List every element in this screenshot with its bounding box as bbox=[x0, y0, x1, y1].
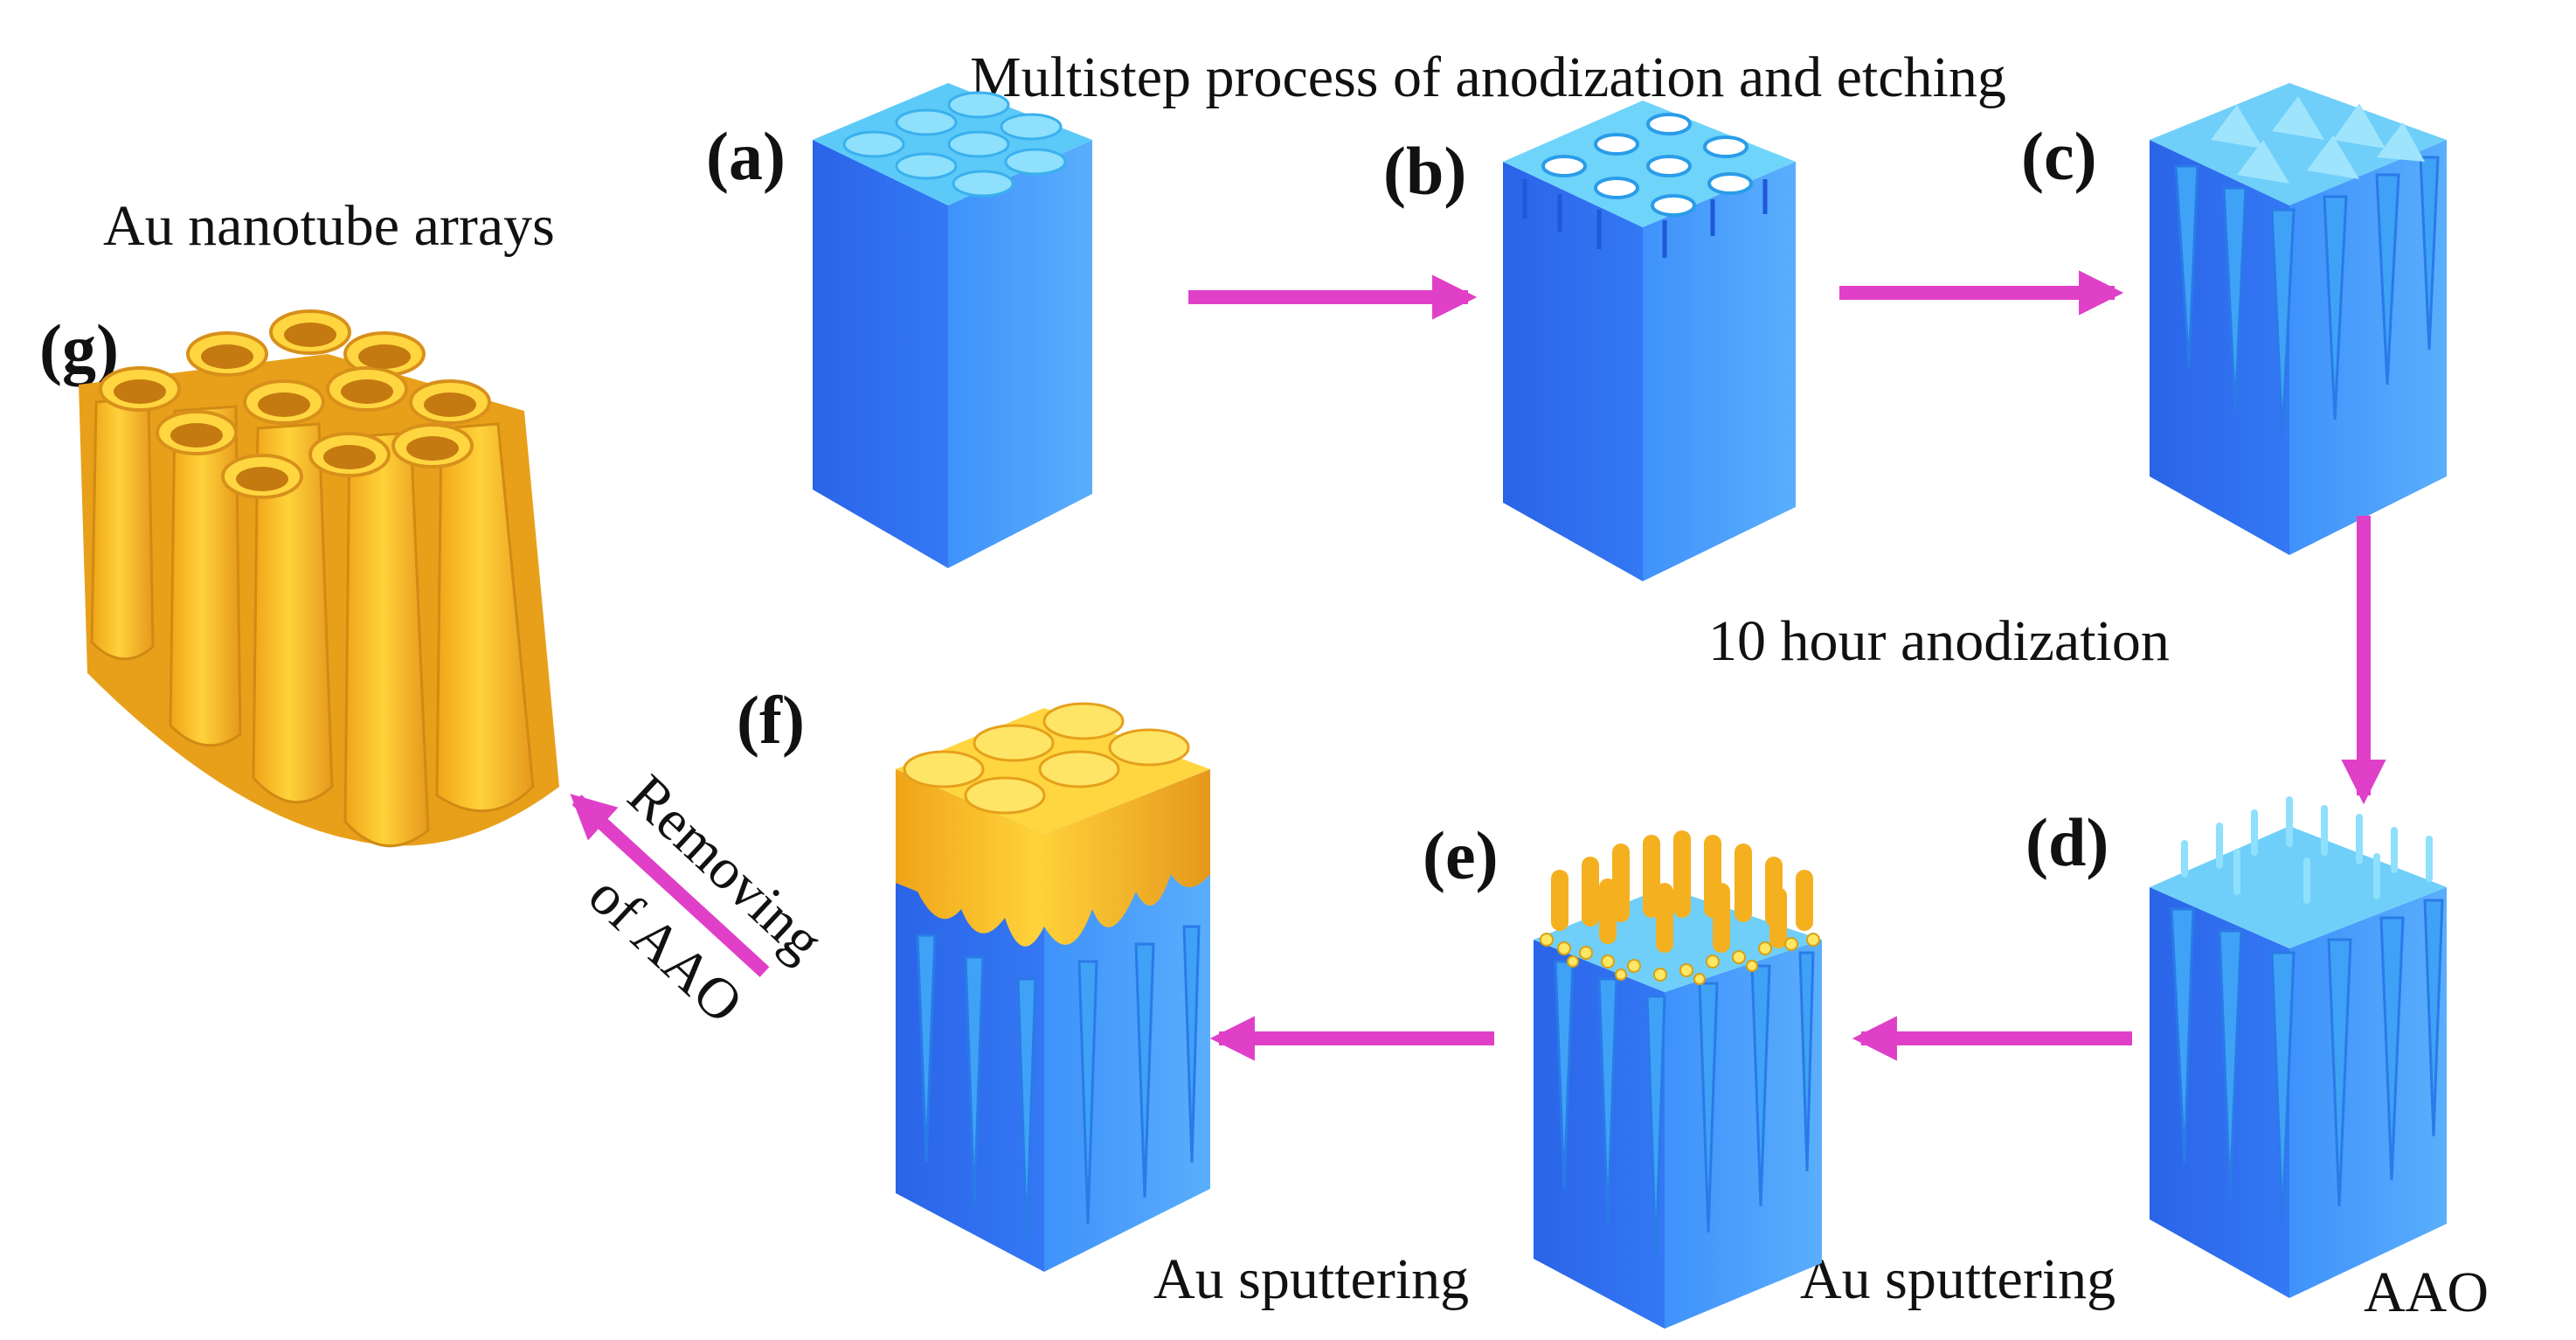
panel-g: Au nanotube arrays (g) bbox=[39, 194, 559, 848]
block-side-face bbox=[1665, 940, 1822, 1329]
caption-aao: AAO bbox=[2364, 1260, 2489, 1324]
panel-a: (a) bbox=[706, 83, 1092, 568]
step-label-10-hour-anodization: 10 hour anodization bbox=[1708, 609, 2170, 673]
arrow-f-to-g bbox=[570, 794, 770, 977]
block-front-face bbox=[2150, 140, 2289, 555]
panel-c: (c) bbox=[2021, 83, 2447, 555]
block-side-face bbox=[1643, 162, 1796, 581]
panel-e: (e) bbox=[1423, 817, 1822, 1329]
gold-nanotube-array bbox=[79, 309, 559, 848]
block-front-face bbox=[813, 140, 948, 568]
block-side-face bbox=[2289, 887, 2447, 1298]
panel-g-label: (g) bbox=[39, 310, 119, 386]
panel-b: (b) bbox=[1383, 101, 1796, 581]
panel-d-label: (d) bbox=[2025, 804, 2109, 880]
pore-top-surface bbox=[2150, 83, 2447, 205]
panel-f: (f) bbox=[737, 682, 1210, 1272]
panel-b-label: (b) bbox=[1383, 133, 1466, 209]
step-label-au-sputtering-left: Au sputtering bbox=[1153, 1247, 1469, 1311]
panel-a-label: (a) bbox=[706, 118, 786, 194]
step-label-au-sputtering-right: Au sputtering bbox=[1800, 1247, 2116, 1311]
panel-e-label: (e) bbox=[1423, 817, 1499, 893]
block-front-face bbox=[1503, 162, 1643, 581]
gold-nanorods bbox=[1551, 830, 1813, 953]
pore-top-surface bbox=[2150, 826, 2447, 948]
block-side-face bbox=[948, 140, 1092, 568]
panel-f-label: (f) bbox=[737, 682, 805, 758]
caption-au-nanotube-arrays: Au nanotube arrays bbox=[103, 194, 555, 258]
diagram-title: Multistep process of anodization and etc… bbox=[970, 45, 2006, 109]
panel-d: (d) AAO bbox=[2025, 796, 2489, 1324]
gold-nanotube-layer bbox=[896, 769, 1210, 947]
panel-c-label: (c) bbox=[2021, 118, 2097, 194]
